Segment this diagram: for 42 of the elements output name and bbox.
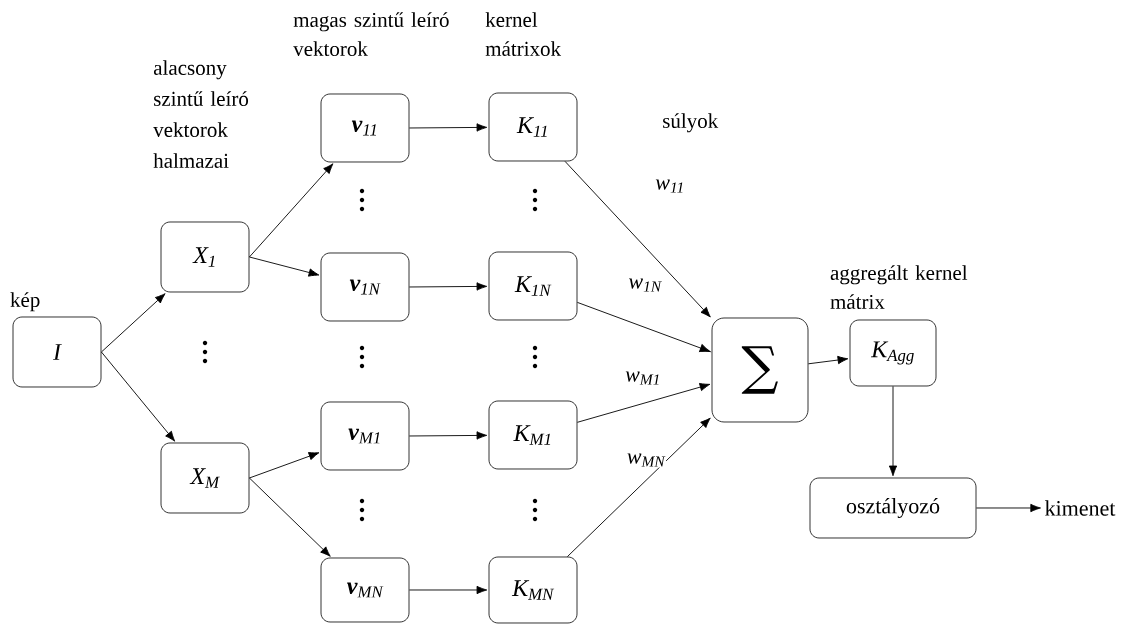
column-heading: kernel mátrixok [485,12,562,56]
process-box: v$_{1N}$ [320,252,410,322]
arrow [576,383,711,423]
arrow [975,503,1041,513]
process-box: v$_{11}$ [320,93,410,163]
caption-text: aggregált kernel mátrix [830,265,968,309]
column-heading: súlyok [663,113,719,133]
process-box: K$_{M1}$ [488,400,578,470]
arrow [248,452,320,479]
arrow [408,431,488,440]
process-box: K$_{1N}$ [488,251,578,321]
process-box: v$_{M1}$ [320,401,410,471]
process-box: K$_{11}$ [488,92,578,162]
process-box: v$_{MN}$ [320,557,410,623]
edge-label: w$_{1N}$ [627,277,663,293]
arrow [100,351,176,442]
arrow [888,385,898,477]
arrow [408,585,488,595]
arrow [100,293,166,353]
arrow [408,123,488,132]
process-box: osztályozó [809,477,977,539]
output-text: kimenet [1045,500,1116,516]
sum-box: ∑ [711,317,809,423]
arrow [566,417,711,558]
arrow [564,160,711,318]
process-box: X$_{1}$ [160,221,250,293]
column-heading: alacsony szintű leíró vektorok halmazai [153,60,249,168]
edge-label: w$_{MN}$ [625,452,667,468]
arrow [248,163,334,258]
edge-label: w$_{M1}$ [624,370,662,386]
process-box: K$_{Agg}$ [849,319,937,387]
column-heading: magas szintű leíró vektorok [293,12,449,56]
arrow [408,282,488,291]
process-box: I [12,316,102,388]
arrow [576,301,711,353]
arrow [248,256,320,277]
edge-label: w$_{11}$ [654,178,686,194]
caption-text: kép [10,292,40,312]
arrow [248,477,331,557]
arrow [807,355,849,365]
process-box: K$_{MN}$ [488,556,578,624]
process-box: X$_{M}$ [160,442,250,514]
